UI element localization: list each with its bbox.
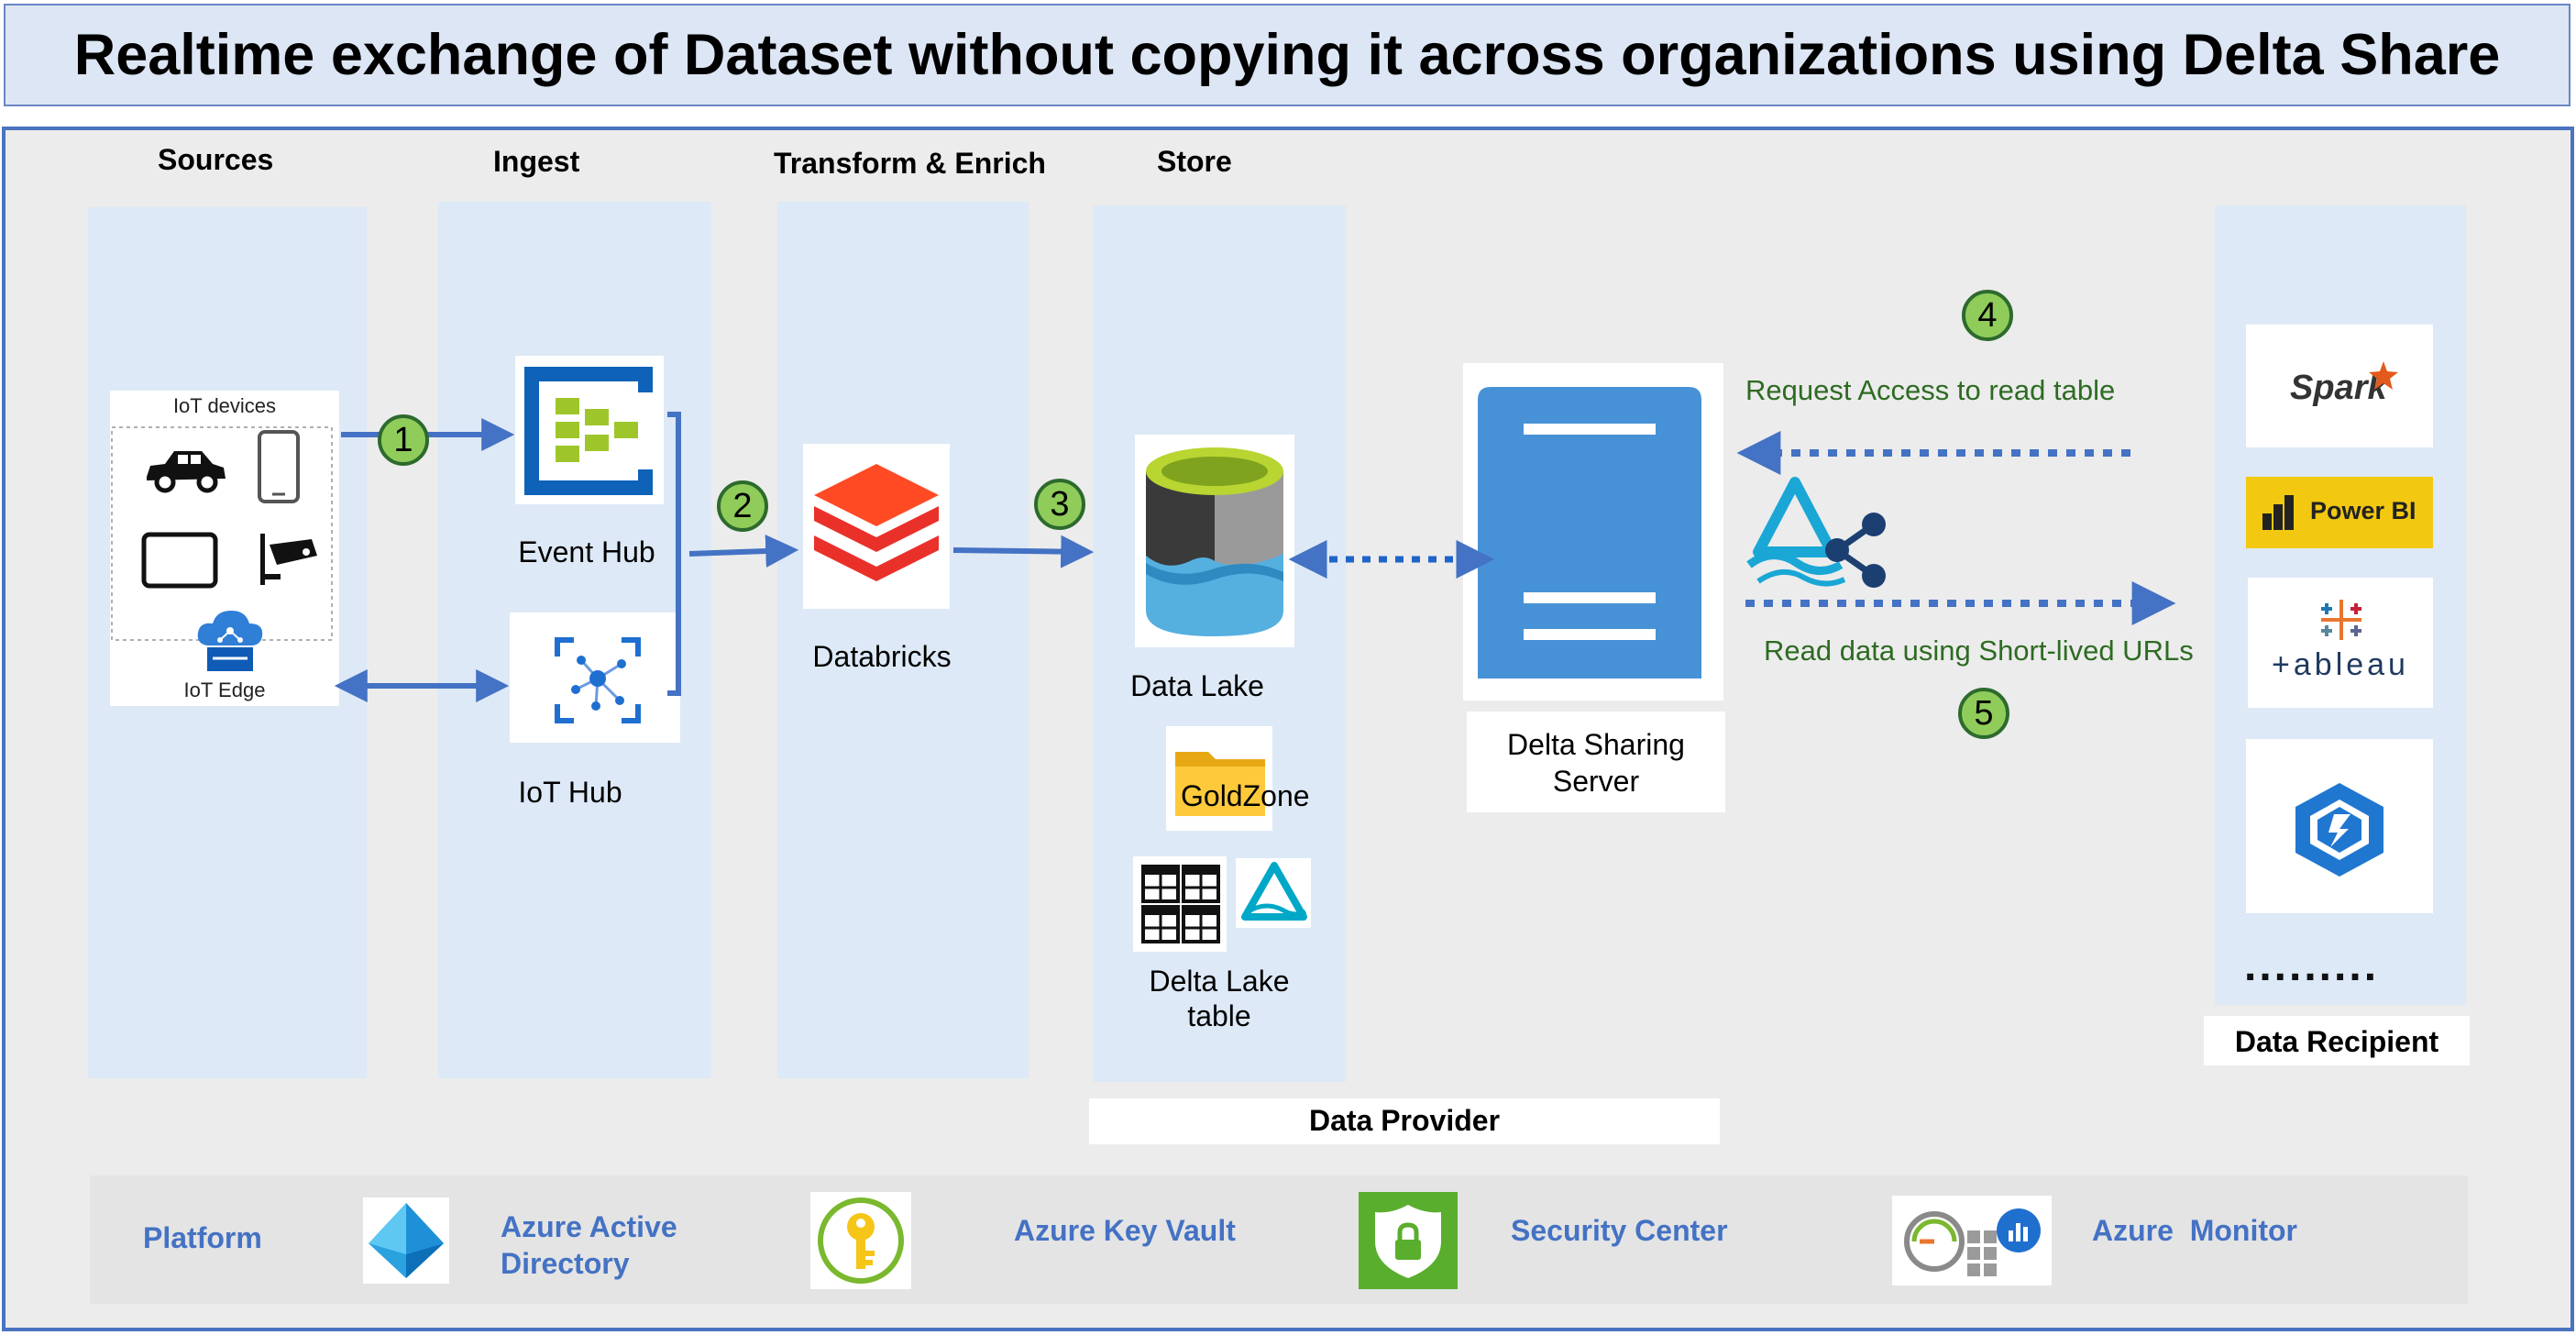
car-icon xyxy=(147,451,226,493)
event-hub-label: Event Hub xyxy=(518,535,655,568)
delta-lake-table-label-line2: table xyxy=(1187,999,1251,1032)
key-vault-label: Azure Key Vault xyxy=(1014,1214,1236,1247)
databricks-label: Databricks xyxy=(812,640,952,673)
camera-icon xyxy=(260,534,317,585)
data-provider-box xyxy=(1089,1098,1720,1144)
goldzone-label: GoldZone xyxy=(1181,779,1310,812)
delta-lake-table-label-line1: Delta Lake xyxy=(1149,965,1290,998)
header-sources: Sources xyxy=(158,143,274,176)
azure-monitor-label: Azure Monitor xyxy=(2092,1214,2297,1247)
table-icon xyxy=(1141,865,1220,943)
step-1-badge: 1 xyxy=(378,414,429,466)
platform-bar xyxy=(90,1175,2468,1304)
step-3-badge: 3 xyxy=(1034,479,1085,530)
event-hub-icon xyxy=(524,367,653,495)
tableau-label: +ableau xyxy=(2272,647,2409,682)
security-center-label: Security Center xyxy=(1511,1214,1728,1247)
spark-logo: Spark xyxy=(2290,369,2387,407)
powerbi-icon xyxy=(2262,495,2294,530)
read-data-label: Read data using Short-lived URLs xyxy=(1764,634,2194,667)
security-center-icon xyxy=(1375,1205,1441,1278)
synapse-icon xyxy=(2295,783,2383,877)
step-5-badge: 5 xyxy=(1958,688,2009,739)
data-lake-label: Data Lake xyxy=(1130,669,1264,702)
step-2-badge: 2 xyxy=(717,480,768,532)
request-access-label: Request Access to read table xyxy=(1745,374,2116,406)
tableau-card xyxy=(2248,578,2433,708)
server-label-line1: Delta Sharing xyxy=(1507,728,1685,761)
databricks-icon xyxy=(814,464,939,581)
iot-hub-label: IoT Hub xyxy=(518,776,622,809)
delta-lake-icon xyxy=(1241,862,1307,921)
delta-share-icon xyxy=(1746,477,1886,588)
header-transform: Transform & Enrich xyxy=(774,147,1046,180)
data-provider-label: Data Provider xyxy=(1308,1104,1501,1137)
server-label-line2: Server xyxy=(1552,765,1640,798)
aad-label-line2: Directory xyxy=(501,1247,630,1280)
iot-edge-label: IoT Edge xyxy=(183,679,266,701)
aad-label-line1: Azure Active xyxy=(501,1210,677,1243)
data-recipient-box xyxy=(2204,1016,2470,1065)
spark-card xyxy=(2246,325,2433,447)
data-recipient-label: Data Recipient xyxy=(2234,1025,2439,1058)
azure-ad-icon xyxy=(369,1203,444,1278)
server-label-card xyxy=(1467,712,1725,812)
tableau-cross-icon xyxy=(2321,600,2361,640)
platform-label: Platform xyxy=(143,1221,262,1254)
transform-column xyxy=(777,202,1029,1078)
key-vault-icon xyxy=(818,1197,904,1284)
folder-icon xyxy=(1175,752,1265,816)
phone-icon xyxy=(258,430,300,503)
azure-monitor-icon xyxy=(1904,1208,2041,1276)
diagram-title: Realtime exchange of Dataset without cop… xyxy=(4,4,2570,106)
tablet-icon xyxy=(141,532,218,589)
header-ingest: Ingest xyxy=(493,145,580,178)
powerbi-label: Power BI xyxy=(2310,497,2416,524)
iot-hub-icon xyxy=(555,637,641,723)
more-recipients: ......... xyxy=(2244,942,2380,990)
header-store: Store xyxy=(1157,145,1232,178)
iot-devices-label: IoT devices xyxy=(172,394,277,417)
spark-star-icon xyxy=(2369,361,2398,390)
iot-edge-icon xyxy=(197,611,263,671)
data-lake-icon xyxy=(1146,447,1283,636)
step-4-badge: 4 xyxy=(1962,290,2013,341)
server-icon xyxy=(1478,387,1701,679)
